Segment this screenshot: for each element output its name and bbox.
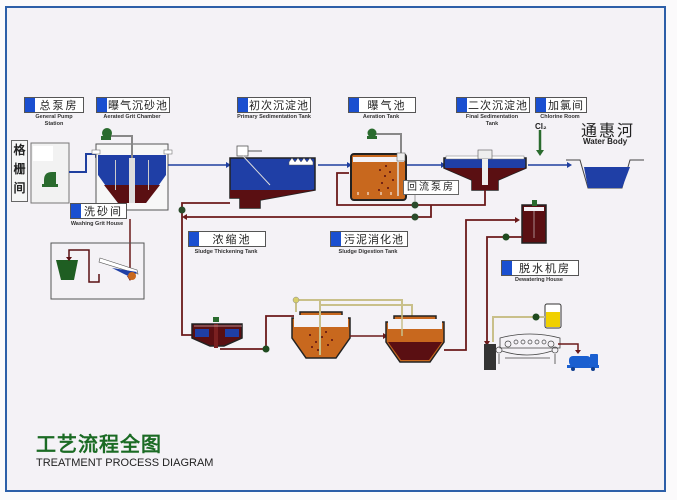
sludge-truck-icon: [567, 354, 599, 371]
label-marker: [71, 204, 81, 218]
water-body: [566, 159, 644, 189]
pipe-return-sludge: [336, 172, 486, 206]
belt-press: [484, 333, 561, 370]
label-dewatering: 脱水机房: [501, 260, 579, 276]
label-grit-chamber: 曝气沉砂池: [96, 97, 170, 113]
polymer-tank: [544, 303, 562, 329]
label-screen-room: 格栅间: [11, 140, 28, 202]
diagram-subtitle: TREATMENT PROCESS DIAGRAM: [36, 457, 214, 469]
thickening-tank: [191, 317, 243, 348]
pipe-primary-sludge: [181, 202, 230, 336]
label-marker: [349, 98, 359, 112]
pipe-digested-sludge: [444, 219, 516, 351]
pipe-excess-sludge: [186, 205, 432, 218]
label-marker: [536, 98, 546, 112]
digester-primary: [291, 300, 351, 359]
label-water-body: 通惠河: [581, 121, 636, 140]
label-marker: [502, 261, 512, 275]
pipe-to-dewatering: [486, 236, 522, 342]
washing-grit-box: [50, 242, 145, 300]
label-washing-grit: 洗砂间: [70, 203, 127, 219]
label-aeration-tank: 曝气池: [348, 97, 416, 113]
label-primary-sedimentation-en: Primary Sedimentation Tank: [237, 114, 311, 120]
label-water-body-en: Water Body: [583, 137, 628, 146]
label-marker: [25, 98, 35, 112]
label-final-sedimentation-en: Final Sedimentation Tank: [465, 114, 519, 127]
return-pump-icon: [411, 201, 419, 209]
label-sludge-digestion-en: Sludge Digestion Tank: [338, 249, 398, 255]
aeration-tank: [350, 128, 407, 201]
grit-classifier-icon: [98, 257, 139, 280]
pipe-pump-to-grit: [69, 153, 95, 173]
aeration-blower-icon: [367, 128, 377, 139]
label-primary-sedimentation: 初次沉淀池: [237, 97, 311, 113]
label-sludge-thickening: 浓缩池: [188, 231, 266, 247]
sludge-storage-tank: [521, 200, 547, 244]
label-marker: [238, 98, 248, 112]
label-chlorine-symbol: Cl₂: [535, 122, 547, 131]
label-marker: [457, 98, 467, 112]
diagram-title: 工艺流程全图: [36, 432, 162, 456]
label-aeration-tank-en: Aeration Tank: [362, 114, 400, 120]
label-dewatering-en: Dewatering House: [515, 277, 563, 283]
label-sludge-thickening-en: Sludge Thickening Tank: [194, 249, 258, 255]
label-sludge-digestion: 污泥消化池: [330, 231, 408, 247]
label-marker: [97, 98, 107, 112]
diagram-frame: [5, 6, 666, 492]
blower-icon: [101, 128, 112, 140]
label-washing-grit-en: Washing Grit House: [70, 221, 124, 227]
label-marker: [331, 232, 341, 246]
final-sedimentation-tank: [443, 149, 527, 191]
pump-icon: [42, 172, 58, 187]
label-final-sedimentation: 二次沉淀池: [456, 97, 530, 113]
label-chlorine-room-en: Chlorine Room: [540, 114, 580, 120]
label-pump-station: 总泵房: [24, 97, 84, 113]
label-marker: [189, 232, 199, 246]
label-pump-station-en: General Pump Station: [35, 114, 73, 127]
grit-container-icon: [56, 260, 78, 280]
primary-sedimentation-tank: [229, 145, 316, 209]
label-grit-chamber-en: Aerated Grit Chamber: [103, 114, 161, 120]
label-chlorine-room: 加氯间: [535, 97, 587, 113]
digester-secondary: [385, 310, 445, 363]
label-return-pump: 回流泵房: [403, 180, 459, 195]
